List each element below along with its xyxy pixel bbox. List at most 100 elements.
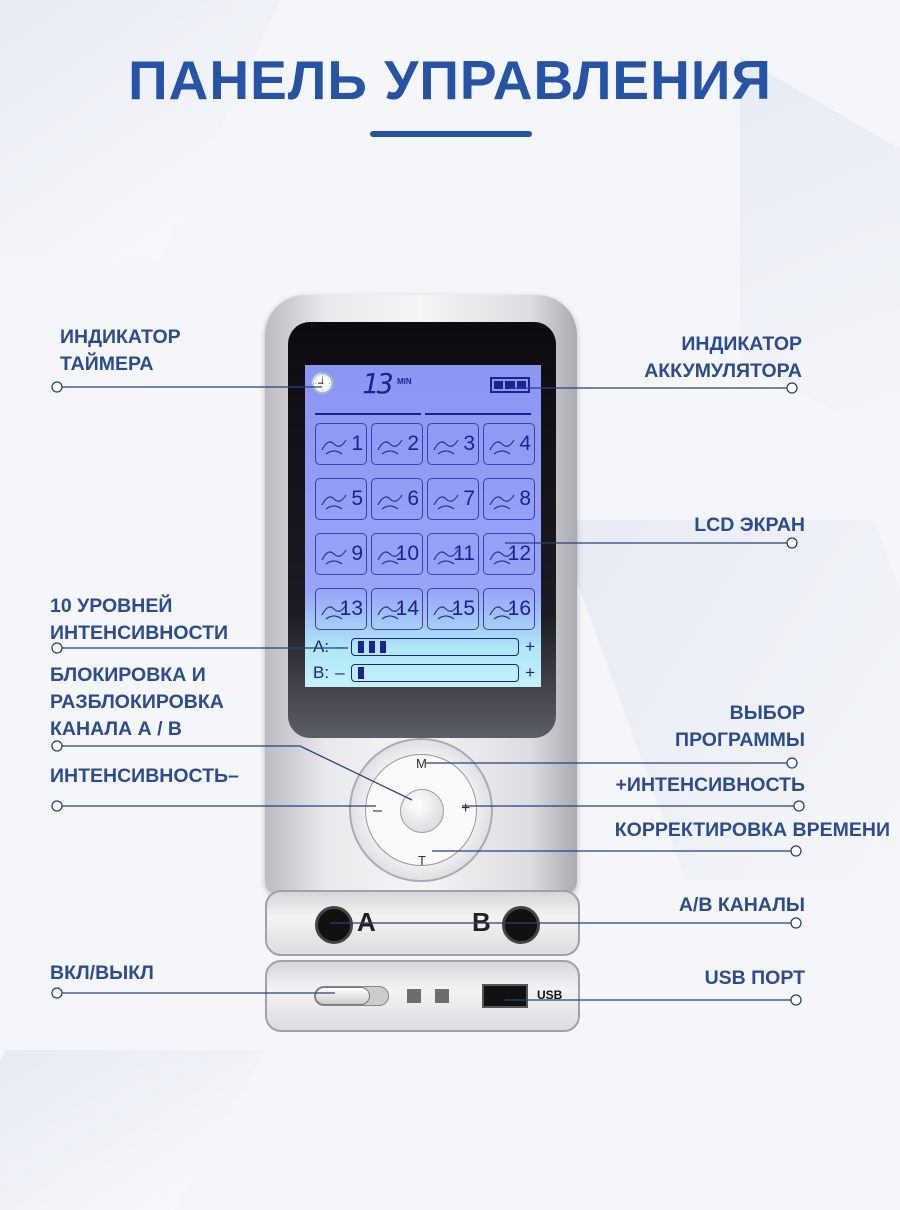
label-usb-port: USB ПОРТ xyxy=(704,967,805,989)
body-part-icon xyxy=(489,494,515,510)
mode-button[interactable]: M xyxy=(416,756,427,771)
channel-b-bar xyxy=(350,664,520,682)
body-part-icon xyxy=(377,439,403,455)
body-part-icon xyxy=(489,439,515,455)
program-number: 11 xyxy=(453,542,475,565)
program-tile: 16 xyxy=(483,588,535,630)
program-number: 7 xyxy=(463,487,475,510)
channel-a-label: A: xyxy=(313,637,330,656)
channel-b-level: B: – + xyxy=(313,663,535,683)
body-part-icon xyxy=(377,494,403,510)
power-switch[interactable] xyxy=(314,986,389,1006)
indicator-light xyxy=(435,989,449,1003)
program-number: 4 xyxy=(519,432,531,455)
program-tile: 11 xyxy=(427,533,479,575)
connector-panel: A B xyxy=(265,890,580,956)
jack-b-label: B xyxy=(472,907,491,937)
jack-a-label: A xyxy=(357,907,376,937)
program-tile: 15 xyxy=(427,588,479,630)
program-tile: 14 xyxy=(371,588,423,630)
label-power: ВКЛ/ВЫКЛ xyxy=(50,962,154,984)
divider xyxy=(425,413,531,415)
level-segment xyxy=(379,641,386,653)
program-tile: 2 xyxy=(371,423,423,465)
background-shape xyxy=(0,1050,267,1210)
program-tile: 8 xyxy=(483,478,535,520)
label-ab-channels: A/B КАНАЛЫ xyxy=(678,894,805,916)
title-underline xyxy=(370,131,532,137)
control-ring xyxy=(365,754,477,866)
usb-port[interactable] xyxy=(482,984,528,1008)
program-tile: 10 xyxy=(371,533,423,575)
body-part-icon xyxy=(321,494,347,510)
control-pad: M T – + xyxy=(349,738,493,882)
body-part-icon xyxy=(433,494,459,510)
battery-icon xyxy=(490,377,530,393)
time-button[interactable]: T xyxy=(418,853,426,868)
timer-value: 13 xyxy=(362,367,394,400)
level-segment xyxy=(368,641,375,653)
program-number: 1 xyxy=(351,432,363,455)
body-part-icon xyxy=(321,439,347,455)
channel-a-bar xyxy=(350,638,520,656)
divider xyxy=(315,413,421,415)
body-part-icon xyxy=(489,604,515,620)
program-number: 9 xyxy=(351,542,363,565)
program-number: 12 xyxy=(507,542,531,565)
lock-button[interactable] xyxy=(400,789,444,833)
label-intensity-plus: +ИНТЕНСИВНОСТЬ xyxy=(615,774,805,796)
program-number: 3 xyxy=(463,432,475,455)
timer-unit: MIN xyxy=(397,377,412,386)
program-number: 2 xyxy=(407,432,419,455)
minus-button[interactable]: – xyxy=(373,802,382,819)
background-shape xyxy=(0,0,281,260)
program-tile: 9 xyxy=(315,533,367,575)
program-tile: 7 xyxy=(427,478,479,520)
level-segment xyxy=(357,667,364,679)
jack-b[interactable] xyxy=(502,906,540,944)
label-intensity-minus: ИНТЕНСИВНОСТЬ– xyxy=(50,765,239,787)
page-title: ПАНЕЛЬ УПРАВЛЕНИЯ xyxy=(128,49,772,111)
channel-b-minus: – xyxy=(335,663,345,682)
channel-a-plus: + xyxy=(525,637,535,656)
body-part-icon xyxy=(377,604,403,620)
level-segment xyxy=(357,641,364,653)
body-part-icon xyxy=(321,549,347,565)
body-part-icon xyxy=(433,439,459,455)
background-shape xyxy=(740,56,900,484)
program-tile: 4 xyxy=(483,423,535,465)
program-number: 13 xyxy=(339,597,363,620)
program-number: 10 xyxy=(395,542,419,565)
label-lcd-screen: LCD ЭКРАН xyxy=(694,514,805,536)
body-part-icon xyxy=(489,549,515,565)
plus-button[interactable]: + xyxy=(461,800,471,817)
channel-b-label: B: xyxy=(313,663,330,682)
jack-a[interactable] xyxy=(315,906,353,944)
body-part-icon xyxy=(321,604,347,620)
body-part-icon xyxy=(433,549,459,565)
body-part-icon xyxy=(377,549,403,565)
program-number: 5 xyxy=(351,487,363,510)
program-number: 15 xyxy=(451,597,475,620)
program-tile: 1 xyxy=(315,423,367,465)
program-tile: 6 xyxy=(371,478,423,520)
program-number: 6 xyxy=(407,487,419,510)
program-number: 8 xyxy=(519,487,531,510)
bottom-panel: USB xyxy=(265,960,580,1032)
program-tile: 13 xyxy=(315,588,367,630)
usb-port-text: USB xyxy=(537,988,563,1002)
clock-icon: 🕘 xyxy=(310,373,335,395)
body-part-icon xyxy=(433,604,459,620)
program-tile: 5 xyxy=(315,478,367,520)
program-number: 16 xyxy=(507,597,531,620)
channel-a-level: A: – + xyxy=(313,637,535,657)
channel-a-minus: – xyxy=(335,637,345,656)
